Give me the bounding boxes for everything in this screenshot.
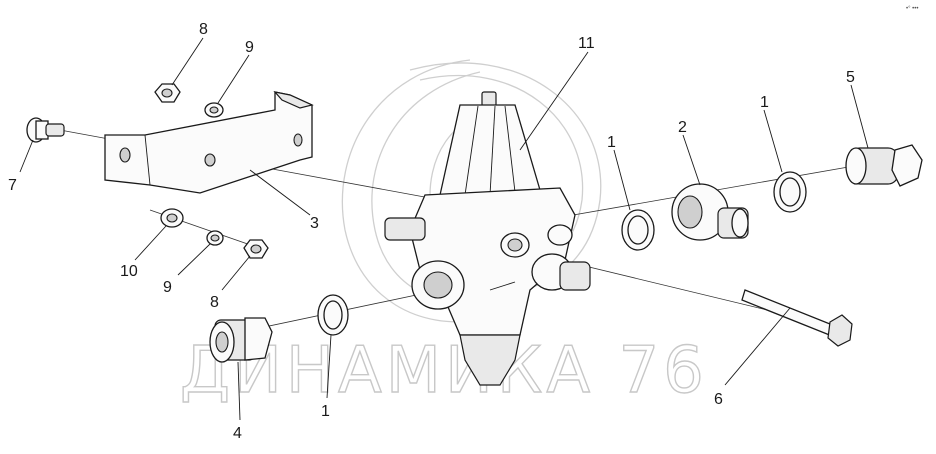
valve-body-part-11 bbox=[384, 91, 591, 386]
callout-1-right: 1 bbox=[760, 94, 769, 111]
banjo-fitting-part-2 bbox=[671, 183, 749, 241]
callout-7: 7 bbox=[8, 177, 17, 194]
seal-ring-part-1-c bbox=[317, 294, 349, 336]
callout-4: 4 bbox=[233, 425, 242, 442]
nut-part-8-lower bbox=[243, 239, 269, 259]
callout-8-lower: 8 bbox=[210, 294, 219, 311]
callout-8-top: 8 bbox=[199, 21, 208, 38]
washer-part-9-top bbox=[204, 102, 224, 118]
bolt-part-7 bbox=[26, 117, 65, 143]
bracket-part-3 bbox=[104, 91, 314, 194]
washer-part-10 bbox=[160, 208, 184, 228]
callout-9-lower: 9 bbox=[163, 279, 172, 296]
fitting-part-4 bbox=[209, 317, 273, 363]
seal-ring-part-1-b bbox=[773, 171, 807, 213]
callout-10: 10 bbox=[120, 263, 138, 280]
callout-11: 11 bbox=[578, 35, 595, 52]
callout-6: 6 bbox=[714, 391, 723, 408]
callout-1-lower: 1 bbox=[321, 403, 330, 420]
washer-part-9-lower bbox=[206, 230, 224, 246]
seal-ring-part-1-a bbox=[621, 209, 655, 251]
callout-1-middle: 1 bbox=[607, 134, 616, 151]
callout-9-top: 9 bbox=[245, 39, 254, 56]
banjo-bolt-part-5 bbox=[845, 144, 923, 187]
nut-part-8-top bbox=[154, 83, 181, 103]
long-bolt-part-6 bbox=[741, 289, 853, 347]
callout-2: 2 bbox=[678, 119, 687, 136]
callout-5: 5 bbox=[846, 69, 855, 86]
corner-mark: •° ••• bbox=[906, 6, 918, 12]
leader-lines bbox=[19, 37, 869, 421]
callout-3: 3 bbox=[310, 215, 319, 232]
